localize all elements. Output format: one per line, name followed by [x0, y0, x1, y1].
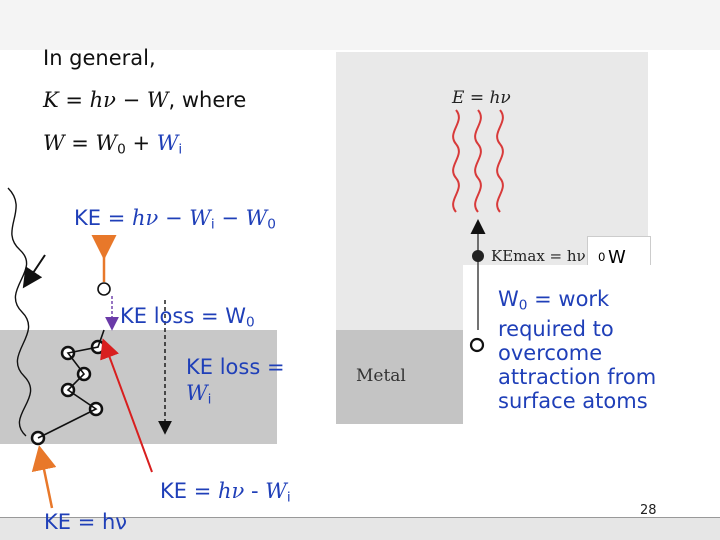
ke-loss-wi-symbol: Wi [186, 381, 212, 408]
general-label: In general, [43, 46, 156, 70]
footer-divider [0, 517, 720, 518]
material-block [0, 330, 277, 444]
ke-loss-wi-label: KE loss = [186, 355, 285, 379]
photon-energy-label: E = hν [452, 88, 511, 108]
photon-squiggle-1 [452, 109, 460, 213]
photoelectron [472, 250, 484, 262]
ke-loss-w0-label: KE loss = W0 [120, 304, 255, 331]
ke-bottom-equation: KE = hν - Wi [160, 479, 291, 506]
internal-loss-arrow [100, 338, 153, 473]
page-number: 28 [640, 503, 657, 518]
description-backdrop [463, 265, 720, 425]
header-band [0, 0, 720, 50]
photon-wave [7, 187, 32, 437]
ke-hv-label: KE = hν [44, 510, 128, 534]
ke-equation: KE = hν − Wi − W0 [74, 206, 276, 233]
ke-max-label: KEmax = hν − [491, 247, 604, 265]
equation-k: K = hν − W, where [43, 88, 247, 112]
ejected-electron [97, 282, 111, 296]
equation-w: W = W0 + Wi [43, 131, 183, 158]
incident-energy-arrow [31, 445, 57, 509]
photon-arrow [22, 254, 46, 289]
surface-electron [469, 337, 485, 353]
w0-description: W0 = work required to overcome attractio… [498, 287, 657, 414]
scatter-path [37, 329, 105, 439]
metal-label: Metal [356, 366, 406, 386]
photon-squiggle-3 [496, 109, 504, 213]
photon-squiggle-2 [474, 109, 482, 213]
footer-band [0, 518, 720, 540]
